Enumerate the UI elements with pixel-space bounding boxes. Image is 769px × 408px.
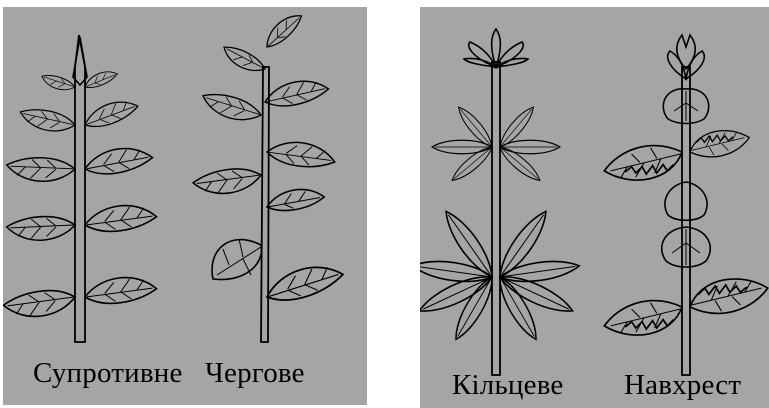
- leaf-arrangement-illustrations-left: [3, 7, 367, 405]
- decussate-plant-illustration: [604, 35, 767, 375]
- leaf-arrangement-illustrations-right: [420, 7, 769, 408]
- caption-alternate: Чергове: [205, 359, 305, 388]
- caption-whorled: Кільцеве: [452, 371, 563, 400]
- panel-whorled-decussate: Кільцеве Навхрест: [420, 7, 769, 408]
- caption-decussate: Навхрест: [624, 371, 741, 400]
- caption-opposite: Супротивне: [33, 359, 183, 388]
- opposite-plant-illustration: [3, 35, 157, 342]
- whorled-plant-illustration: [420, 29, 580, 375]
- panel-opposite-alternate: Супротивне Чергове: [3, 7, 367, 405]
- alternate-plant-illustration: [192, 9, 346, 342]
